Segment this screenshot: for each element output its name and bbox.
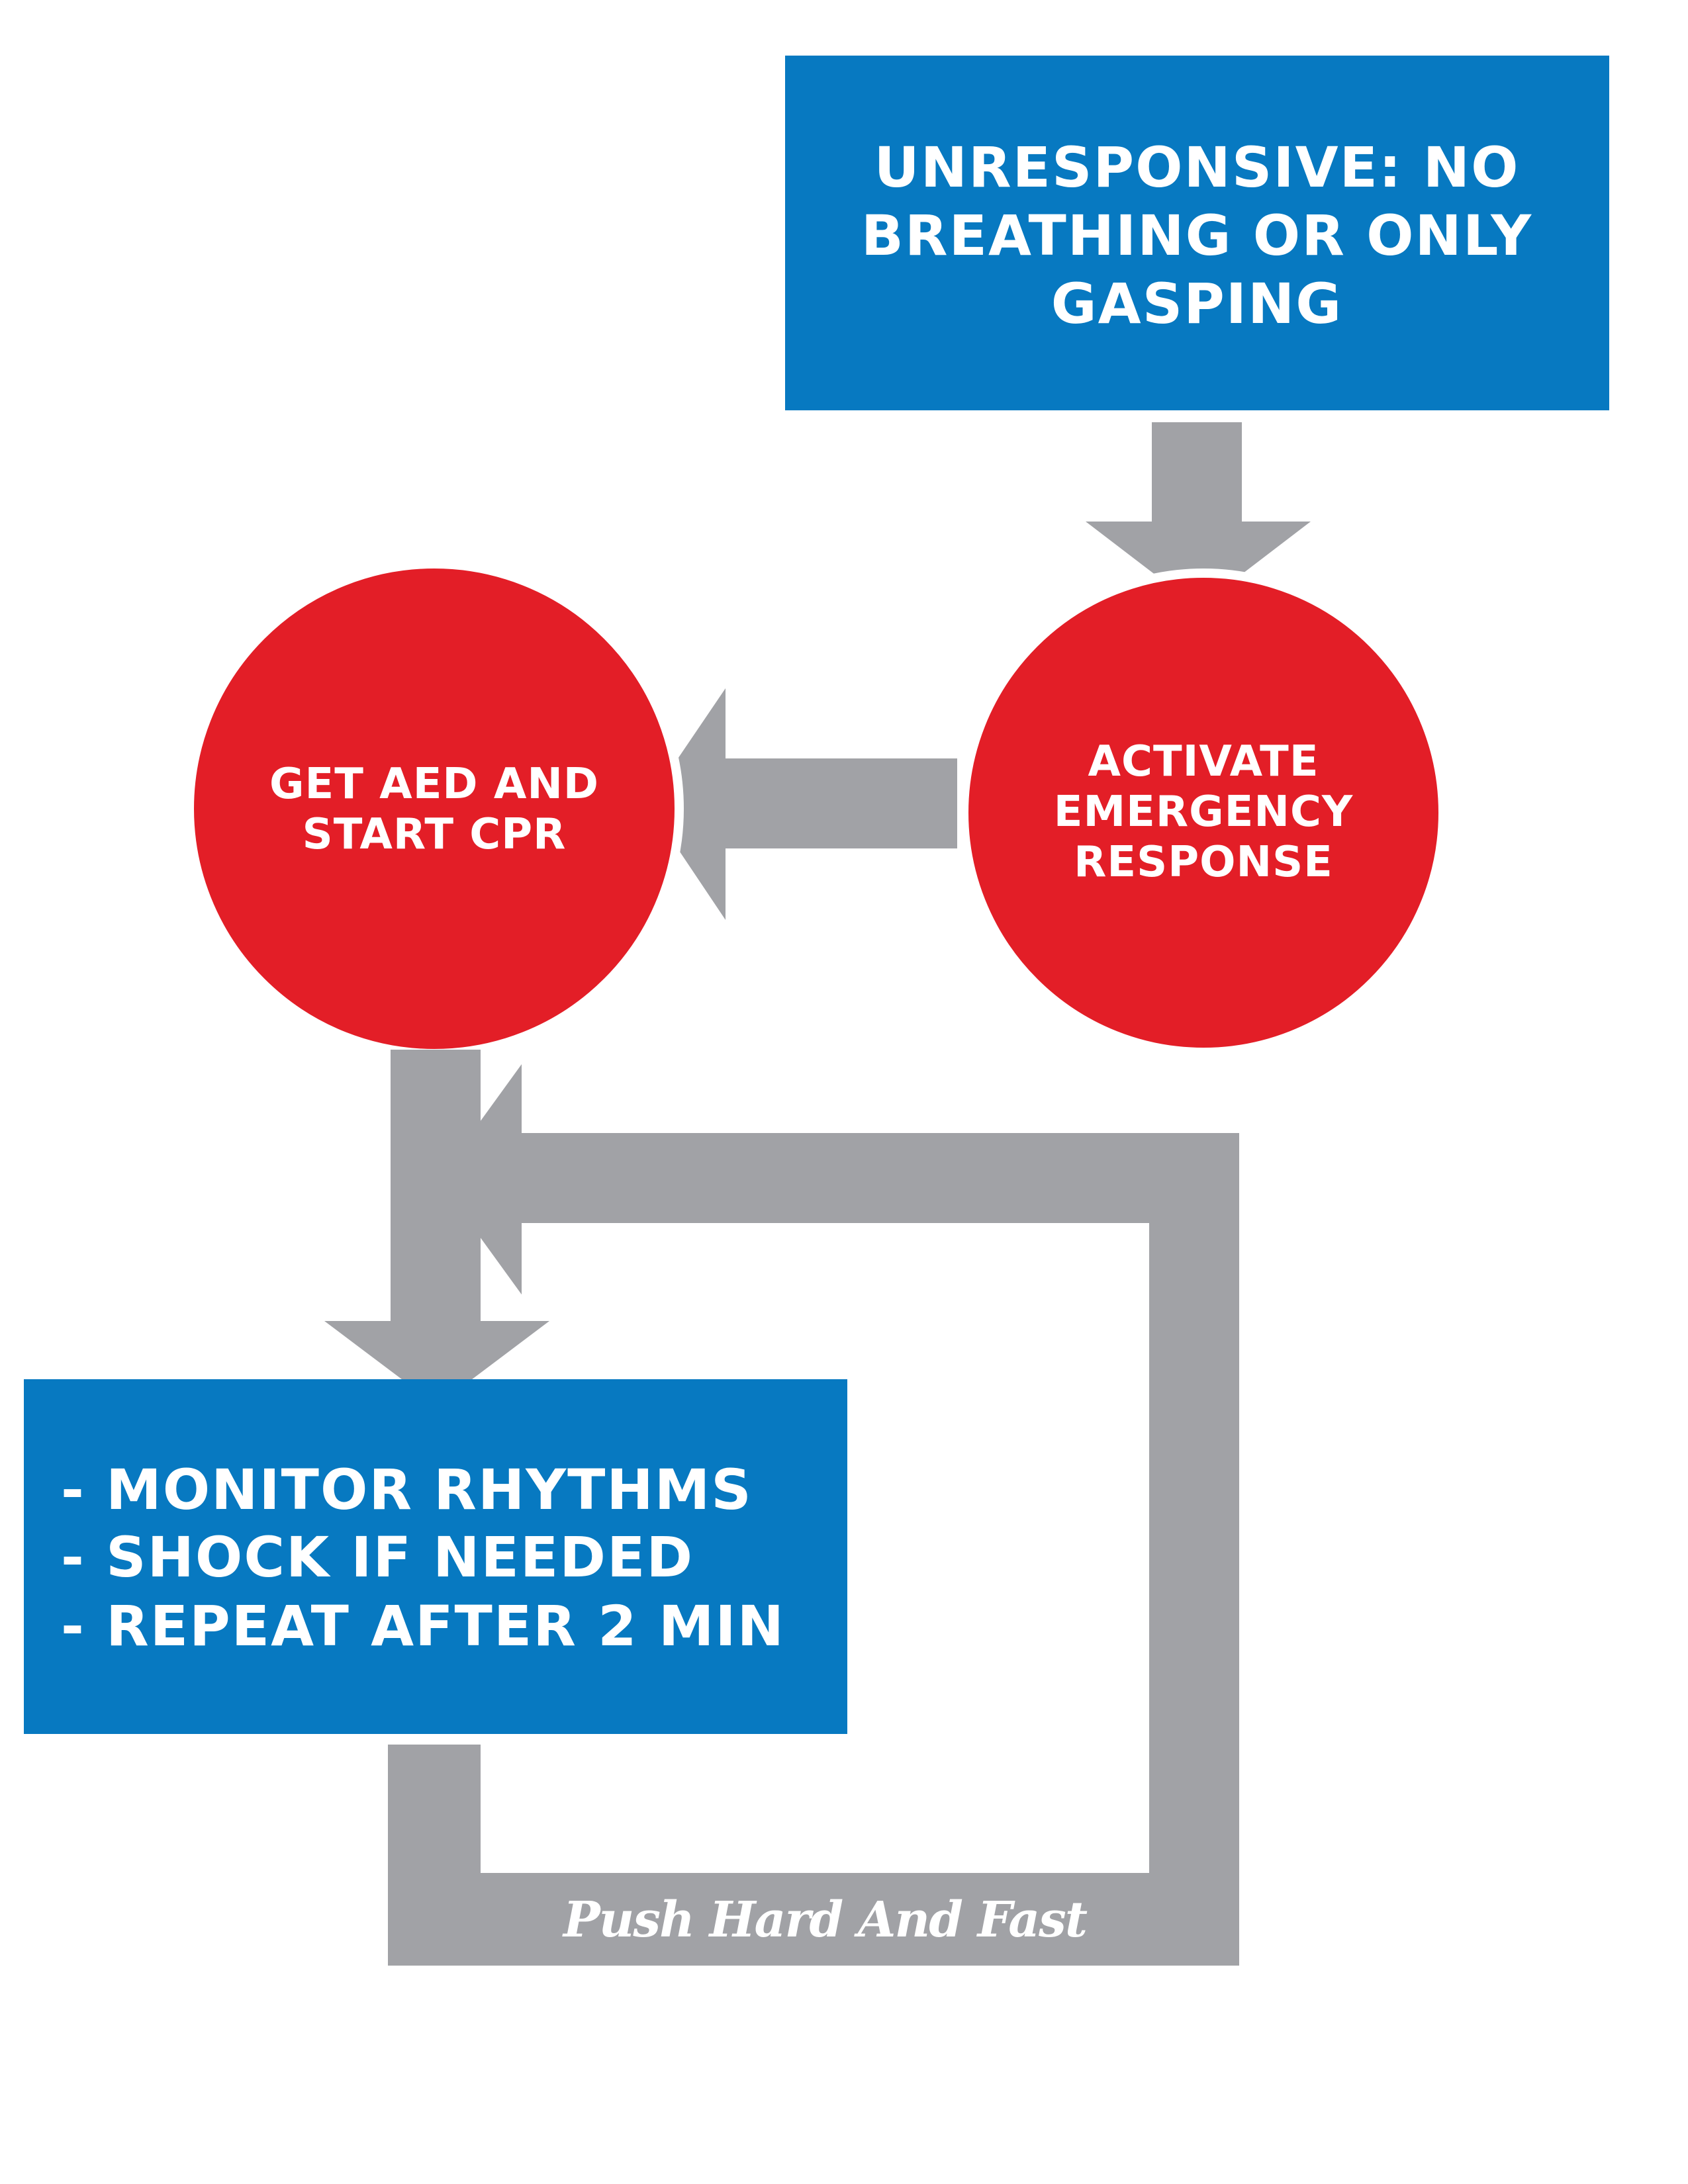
activate-line-1: ACTIVATE <box>1088 737 1319 786</box>
arrow-left-to-aed <box>647 688 957 920</box>
unresponsive-box-bg <box>785 56 1609 410</box>
monitor-box-bg <box>24 1379 847 1734</box>
activate-emergency-circle: ACTIVATE EMERGENCY RESPONSE <box>959 569 1448 1057</box>
activate-emergency-circle-bg <box>959 569 1448 1057</box>
activate-line-3: RESPONSE <box>1074 838 1333 887</box>
unresponsive-line-3: GASPING <box>1051 271 1343 336</box>
unresponsive-line-1: UNRESPONSIVE: NO <box>874 135 1519 200</box>
monitor-line-1: - MONITOR RHYTHMS <box>61 1457 753 1522</box>
unresponsive-box: UNRESPONSIVE: NO BREATHING OR ONLY GASPI… <box>785 56 1609 410</box>
activate-line-2: EMERGENCY <box>1054 788 1354 837</box>
get-aed-circle-bg <box>185 559 684 1058</box>
monitor-line-3: - REPEAT AFTER 2 MIN <box>61 1594 785 1659</box>
push-hard-label: Push Hard And Fast <box>562 1891 1088 1948</box>
unresponsive-line-2: BREATHING OR ONLY <box>861 203 1532 268</box>
arrow-down-to-monitor <box>324 1050 549 1406</box>
monitor-box: - MONITOR RHYTHMS - SHOCK IF NEEDED - RE… <box>24 1379 847 1734</box>
monitor-line-2: - SHOCK IF NEEDED <box>61 1525 694 1590</box>
get-aed-line-1: GET AED AND <box>269 760 599 809</box>
get-aed-circle: GET AED AND START CPR <box>185 559 684 1058</box>
arrow-down-to-activate <box>1086 422 1311 608</box>
get-aed-line-2: START CPR <box>303 810 567 859</box>
